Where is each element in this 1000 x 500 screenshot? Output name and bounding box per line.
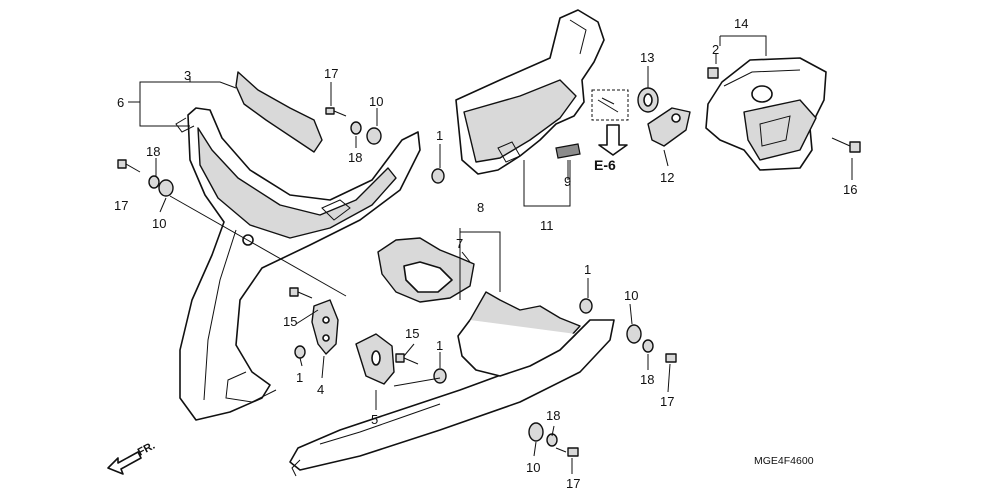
label-part-1-center: 1 [436,338,443,353]
lower-fairing [289,291,615,477]
label-part-17-top: 17 [324,66,338,81]
label-part-15-center: 15 [405,326,419,341]
label-part-17-left: 17 [114,198,128,213]
label-part-6: 6 [117,95,124,110]
label-part-16: 16 [843,182,857,197]
label-part-1-left: 1 [296,370,303,385]
label-part-11: 11 [540,218,554,233]
inner-panel-part-7 [377,237,475,303]
reference-callout: E-6 [591,89,629,173]
label-part-10-bottom: 10 [526,460,540,475]
label-part-15-left: 15 [283,314,297,329]
label-part-18-top: 18 [348,150,362,165]
diagram-code: MGE4F4600 [754,455,814,467]
label-part-18-left: 18 [146,144,160,159]
label-part-10-top: 10 [369,94,383,109]
grommet-and-bracket [637,87,691,147]
front-marker-label: FR. [136,440,157,459]
label-part-14: 14 [734,16,748,31]
label-part-7: 7 [456,236,463,251]
label-part-10-right: 10 [624,288,638,303]
label-part-10-left: 10 [152,216,166,231]
label-part-13: 13 [640,50,654,65]
label-part-8: 8 [477,200,484,215]
label-part-18-right: 18 [640,372,654,387]
label-part-18-bottom: 18 [546,408,560,423]
label-part-12: 12 [660,170,674,185]
label-part-17-bottom: 17 [566,476,580,491]
label-part-1-top: 1 [436,128,443,143]
center-upper-panel [455,9,605,175]
label-part-17-right: 17 [660,394,674,409]
label-part-2: 2 [712,42,719,57]
front-direction-arrow: FR. [107,440,157,475]
bracket-part-4 [311,299,339,355]
fasteners [117,67,861,457]
left-side-cowl [175,107,421,421]
bracket-part-5 [355,333,395,385]
inner-cover-part-3 [235,71,323,153]
right-bracket-part-14 [705,57,827,171]
label-part-9: 9 [564,174,571,189]
part-labels: 3 6 17 10 18 1 18 17 10 8 7 9 11 13 12 2… [114,16,857,491]
reference-e6: E-6 [594,157,616,173]
label-part-3: 3 [184,68,191,83]
label-part-5: 5 [371,412,378,427]
leader-lines [128,35,853,474]
label-part-4: 4 [317,382,324,397]
label-part-1-right: 1 [584,262,591,277]
